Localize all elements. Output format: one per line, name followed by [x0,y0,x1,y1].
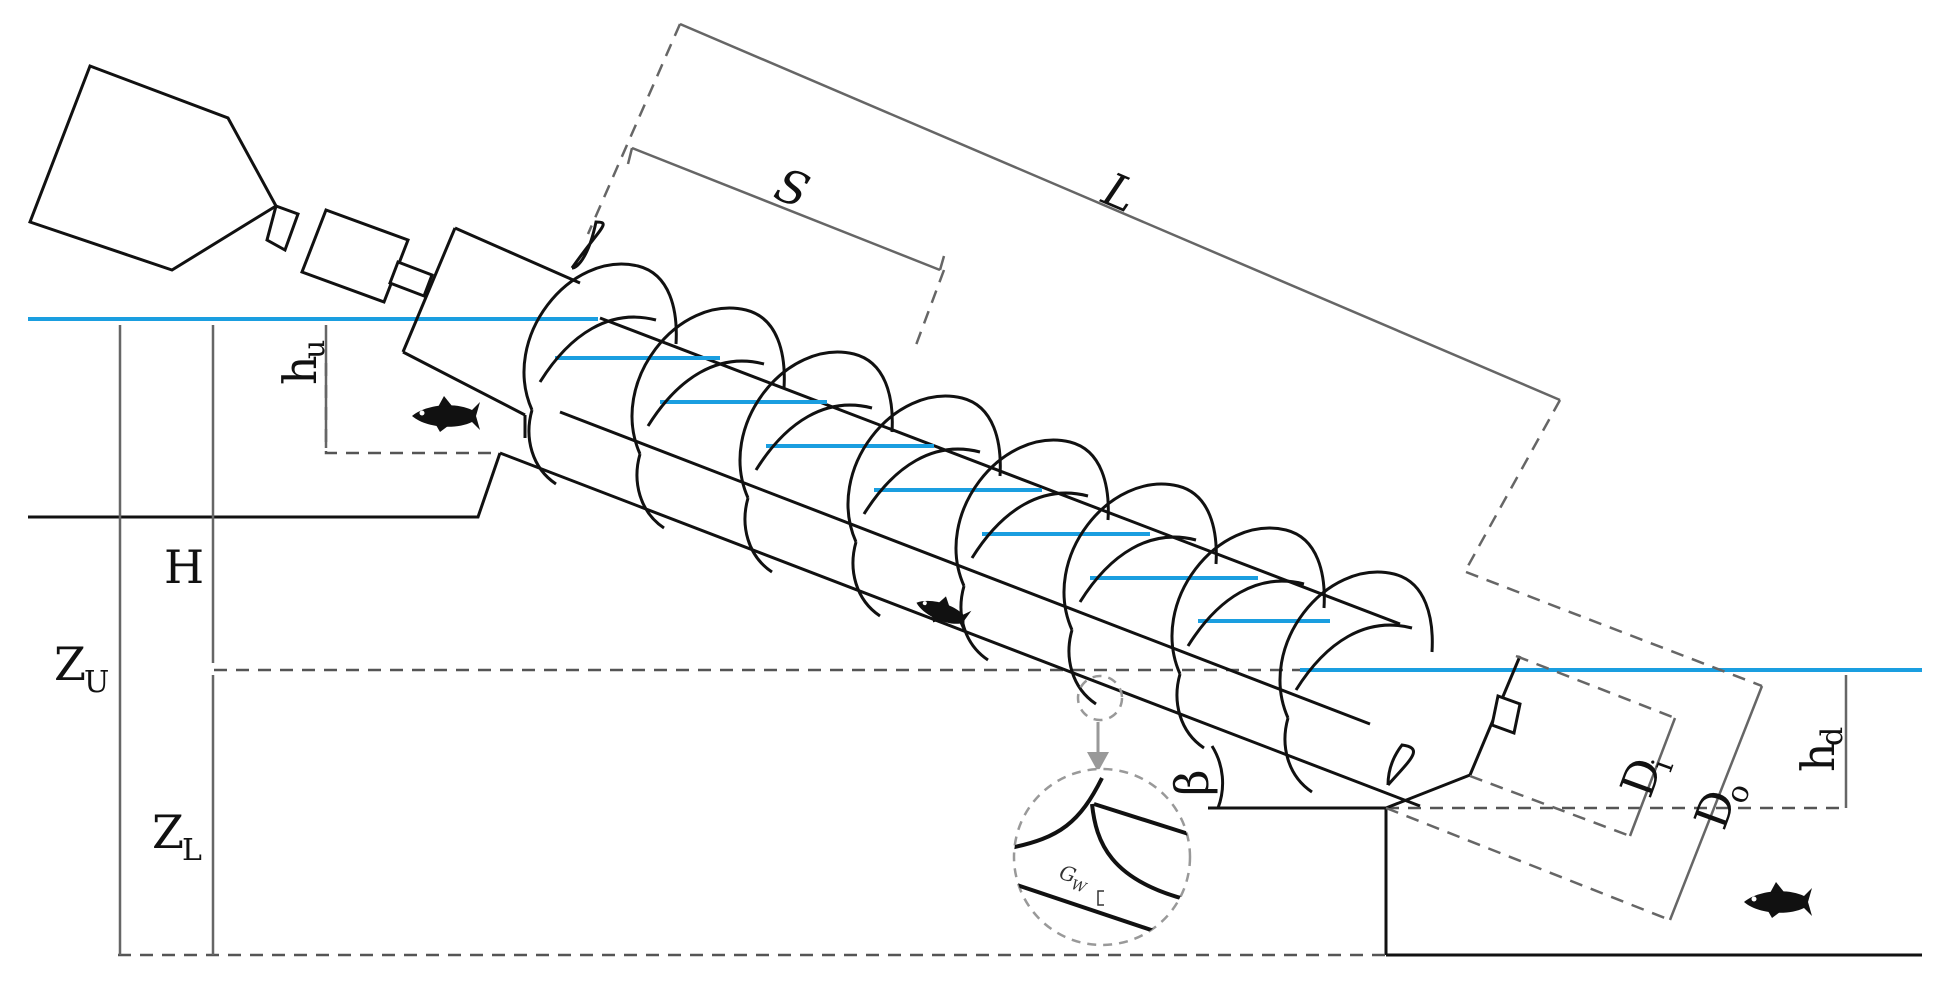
drive-unit [28,64,434,304]
fish-icon [912,587,974,634]
hu-label: h u [273,340,332,385]
channel-bed [28,452,1922,957]
screw-flight-inner-edge [970,491,1089,559]
outlet-cap [1490,693,1522,736]
gw-label: G W [1056,860,1089,897]
shaft-joint [388,260,434,298]
screw-flights [522,262,1434,794]
di-dimension-line [1628,717,1677,837]
screw-flight-inner-edge [1078,535,1197,603]
svg-text:u: u [297,340,332,359]
screw-flight-inner-edge [1294,623,1413,691]
svg-text:G: G [1056,860,1079,888]
screw-flight-inner-edge [1186,579,1305,647]
svg-text:D: D [1610,751,1673,804]
screw-flight [1062,482,1218,631]
screw-flight-inner-edge [538,315,657,383]
screw-flight [1278,570,1434,719]
screw-shaft [559,316,1401,726]
svg-text:Z: Z [152,805,184,859]
screw-flight [1170,526,1326,675]
screw-flight-inner-edge [754,403,873,471]
motor-icon [28,64,278,272]
s-dimension-line [631,146,941,272]
screw-flight-inner-edge [646,359,765,427]
zl-label: Z L [152,805,202,868]
screw-flight-lower-edge [743,497,773,574]
screw-flight-lower-edge [527,409,557,486]
screw-flight-lower-edge [1283,717,1313,794]
do-dimension-line [1668,685,1764,921]
svg-text:Z: Z [54,637,86,691]
water-pockets [555,356,1330,623]
water-levels [28,317,1922,672]
svg-text:h: h [273,355,327,385]
screw-flight [954,438,1110,587]
fish-icon [412,396,480,432]
zu-label: Z U [54,637,109,700]
dimension-labels: S L h u H Z U Z L β D i D o h d G [54,157,1850,897]
l-dimension-line [679,22,1561,402]
diameter-dimensions [1385,570,1764,922]
screw-flight [522,262,678,411]
inlet-lip [570,220,605,270]
di-label: D i [1610,751,1682,804]
screw-flight-lower-edge [851,541,881,618]
svg-text:U: U [84,665,109,700]
screw-flight-lower-edge [635,453,665,530]
magnifier-circle-icon [1012,674,1192,947]
do-label: D o [1684,779,1758,836]
screw-flight-lower-edge [959,585,989,662]
length-dimensions [586,22,1562,567]
screw-flight-lower-edge [1175,673,1205,750]
outlet-tip [1386,743,1415,786]
gearbox-icon [300,208,410,304]
screw-trough [401,220,1522,810]
svg-text:h: h [1791,742,1845,772]
reference-lines [118,363,1846,957]
beta-label: β [1165,769,1219,796]
hd-label: h d [1791,727,1850,772]
screw-flight [846,394,1002,543]
screw-flight [738,350,894,499]
fish-icon [1744,882,1812,918]
screw-flight-lower-edge [1067,629,1097,706]
svg-text:L: L [182,833,202,868]
inclination-angle [1210,745,1225,809]
svg-text:d: d [1815,727,1850,746]
s-label: S [768,157,817,219]
screw-flight-inner-edge [862,447,981,515]
h-label: H [164,540,204,594]
l-label: L [1094,161,1144,223]
vertical-dimensions [118,325,1848,955]
coupling [265,204,300,253]
screw-flight [630,306,786,455]
svg-text:W: W [1069,877,1089,897]
